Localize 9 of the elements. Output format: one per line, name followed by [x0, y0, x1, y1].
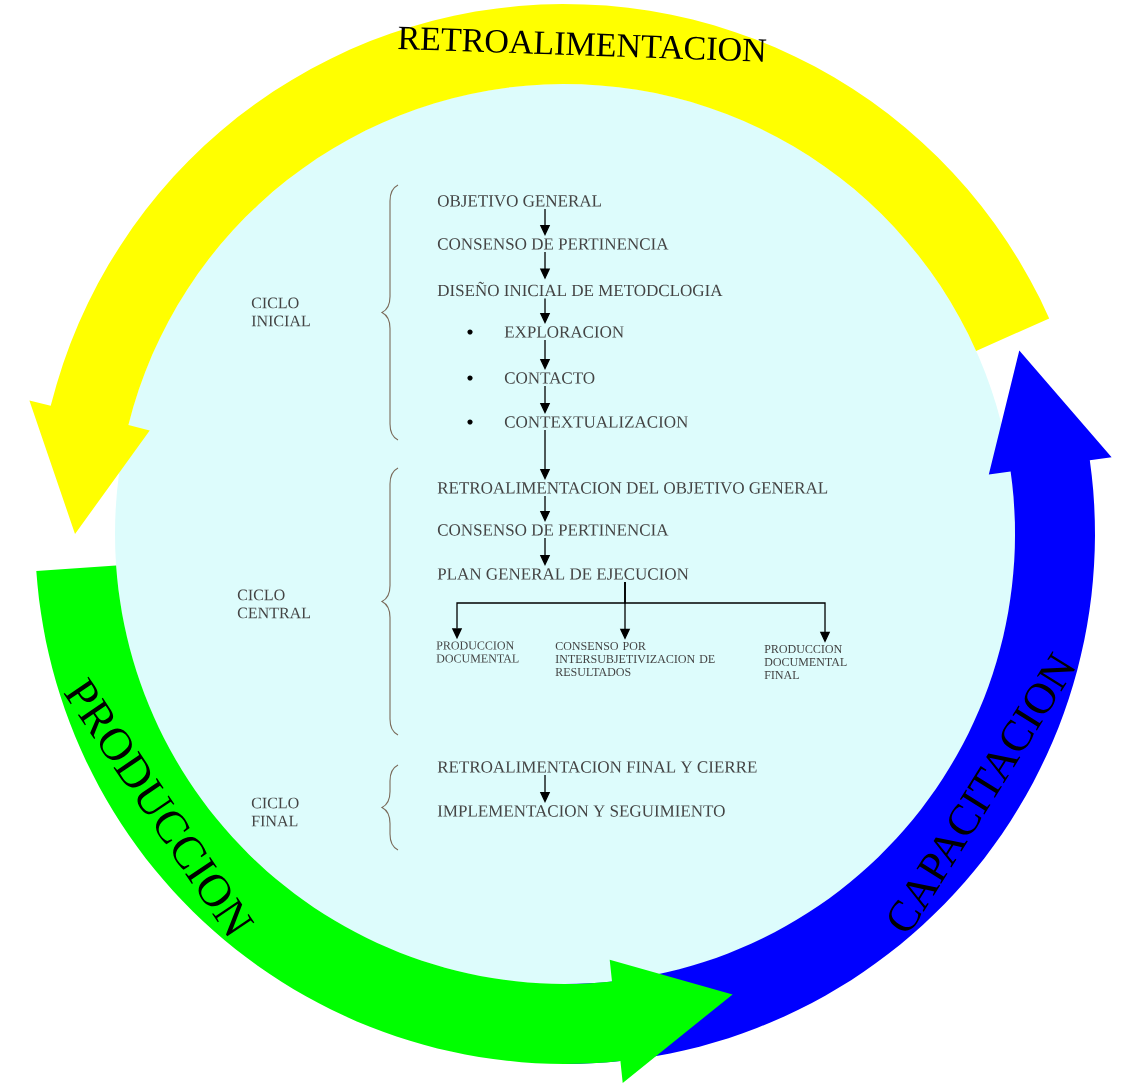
cycle-label: CICLO CENTRAL [237, 589, 310, 619]
cycle-label: CICLO FINAL [251, 797, 299, 827]
step-text: CONSENSO DE PERTINENCIA [437, 238, 669, 250]
cycle-label: CICLO INICIAL [251, 297, 310, 327]
step-text: DISEÑO INICIAL DE METODCLOGIA [437, 281, 723, 297]
step-text: OBJETIVO GENERAL [437, 195, 601, 207]
step-text: EXPLORACION [504, 326, 624, 338]
outcome-text: PRODUCCION DOCUMENTAL FINAL [764, 645, 847, 679]
outcome-text: PRODUCCION DOCUMENTAL [436, 641, 519, 663]
